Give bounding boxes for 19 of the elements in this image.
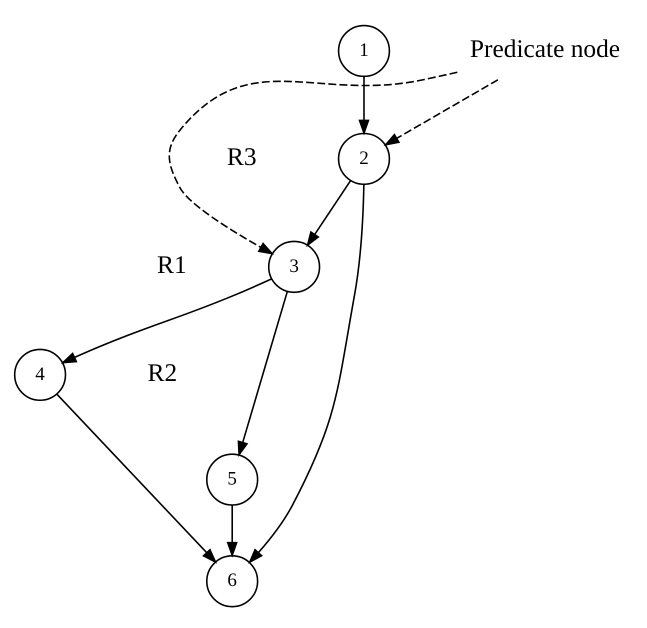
arrow: [60, 278, 272, 364]
arrow: [358, 76, 370, 136]
arrow: [238, 290, 288, 456]
node-circle: 1: [338, 24, 390, 77]
node-circle: 6: [206, 554, 258, 607]
arrow: [248, 184, 365, 564]
arrow: [56, 393, 218, 564]
label: R3: [226, 142, 257, 170]
node-circle: 2: [338, 132, 390, 185]
label: R1: [157, 250, 187, 278]
node-circle: 5: [206, 452, 258, 506]
label: R2: [148, 358, 178, 386]
arrow: [168, 71, 458, 254]
node-text: Predicate node: [470, 34, 620, 62]
arrow: [384, 78, 498, 146]
arrow: [306, 180, 352, 247]
node-circle: 3: [268, 240, 320, 293]
node-circle: 4: [14, 348, 66, 401]
arrow: [226, 504, 238, 558]
